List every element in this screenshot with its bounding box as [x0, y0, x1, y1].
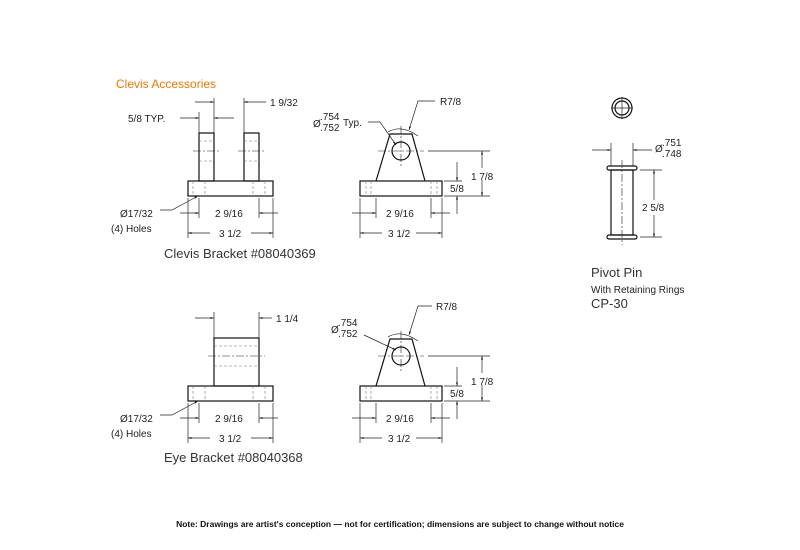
pin-dia-upper: .751	[662, 138, 682, 149]
overall-width-label: 3 1/2	[388, 434, 411, 445]
clevis-bracket-front-view	[160, 98, 278, 238]
dia-upper: .754	[338, 318, 358, 329]
gap-dim-label: 1 9/32	[270, 98, 298, 109]
hole-spacing-label: 2 9/16	[215, 209, 243, 220]
dia-upper: .754	[320, 112, 340, 123]
height-label: 1 7/8	[471, 377, 494, 388]
dia-lower: .752	[320, 123, 340, 134]
hole-spacing-label: 2 9/16	[215, 414, 243, 425]
dia-prefix: Ø	[313, 119, 321, 130]
pivot-pin-subtitle: With Retaining Rings	[591, 285, 684, 296]
footer-note: Note: Drawings are artist's conception —…	[176, 519, 624, 529]
overall-width-label: 3 1/2	[219, 229, 242, 240]
base-thickness-label: 5/8	[450, 184, 464, 195]
eye-bracket-side-view	[352, 305, 490, 443]
hole-spacing-label: 2 9/16	[386, 209, 414, 220]
holes-count-label: (4) Holes	[111, 429, 152, 440]
pivot-pin-drawing	[592, 97, 662, 245]
width-dim-label: 5/8 TYP.	[128, 114, 165, 125]
height-label: 1 7/8	[471, 172, 494, 183]
base-thickness-label: 5/8	[450, 389, 464, 400]
hole-spacing-label: 2 9/16	[386, 414, 414, 425]
hole-dia-label: Ø17/32	[120, 414, 153, 425]
clevis-bracket-side-view	[352, 100, 490, 238]
width-dim-label: 1 1/4	[276, 314, 299, 325]
clevis-bracket-caption: Clevis Bracket #08040369	[164, 246, 316, 261]
eye-bracket-front-view	[160, 312, 278, 443]
pin-dia-prefix: Ø	[655, 144, 663, 155]
pin-dia-lower: .748	[662, 149, 682, 160]
dia-prefix: Ø	[331, 325, 339, 336]
pivot-pin-part-number: CP-30	[591, 296, 628, 311]
page-title: Clevis Accessories	[116, 77, 216, 91]
radius-label: R7/8	[440, 97, 462, 108]
radius-label: R7/8	[436, 302, 458, 313]
dia-lower: .752	[338, 329, 358, 340]
holes-count-label: (4) Holes	[111, 224, 152, 235]
dia-typ-label: Typ.	[343, 118, 362, 129]
overall-width-label: 3 1/2	[388, 229, 411, 240]
pin-length-label: 2 5/8	[642, 203, 665, 214]
pivot-pin-title: Pivot Pin	[591, 265, 642, 280]
hole-dia-label: Ø17/32	[120, 209, 153, 220]
overall-width-label: 3 1/2	[219, 434, 242, 445]
eye-bracket-caption: Eye Bracket #08040368	[164, 450, 303, 465]
